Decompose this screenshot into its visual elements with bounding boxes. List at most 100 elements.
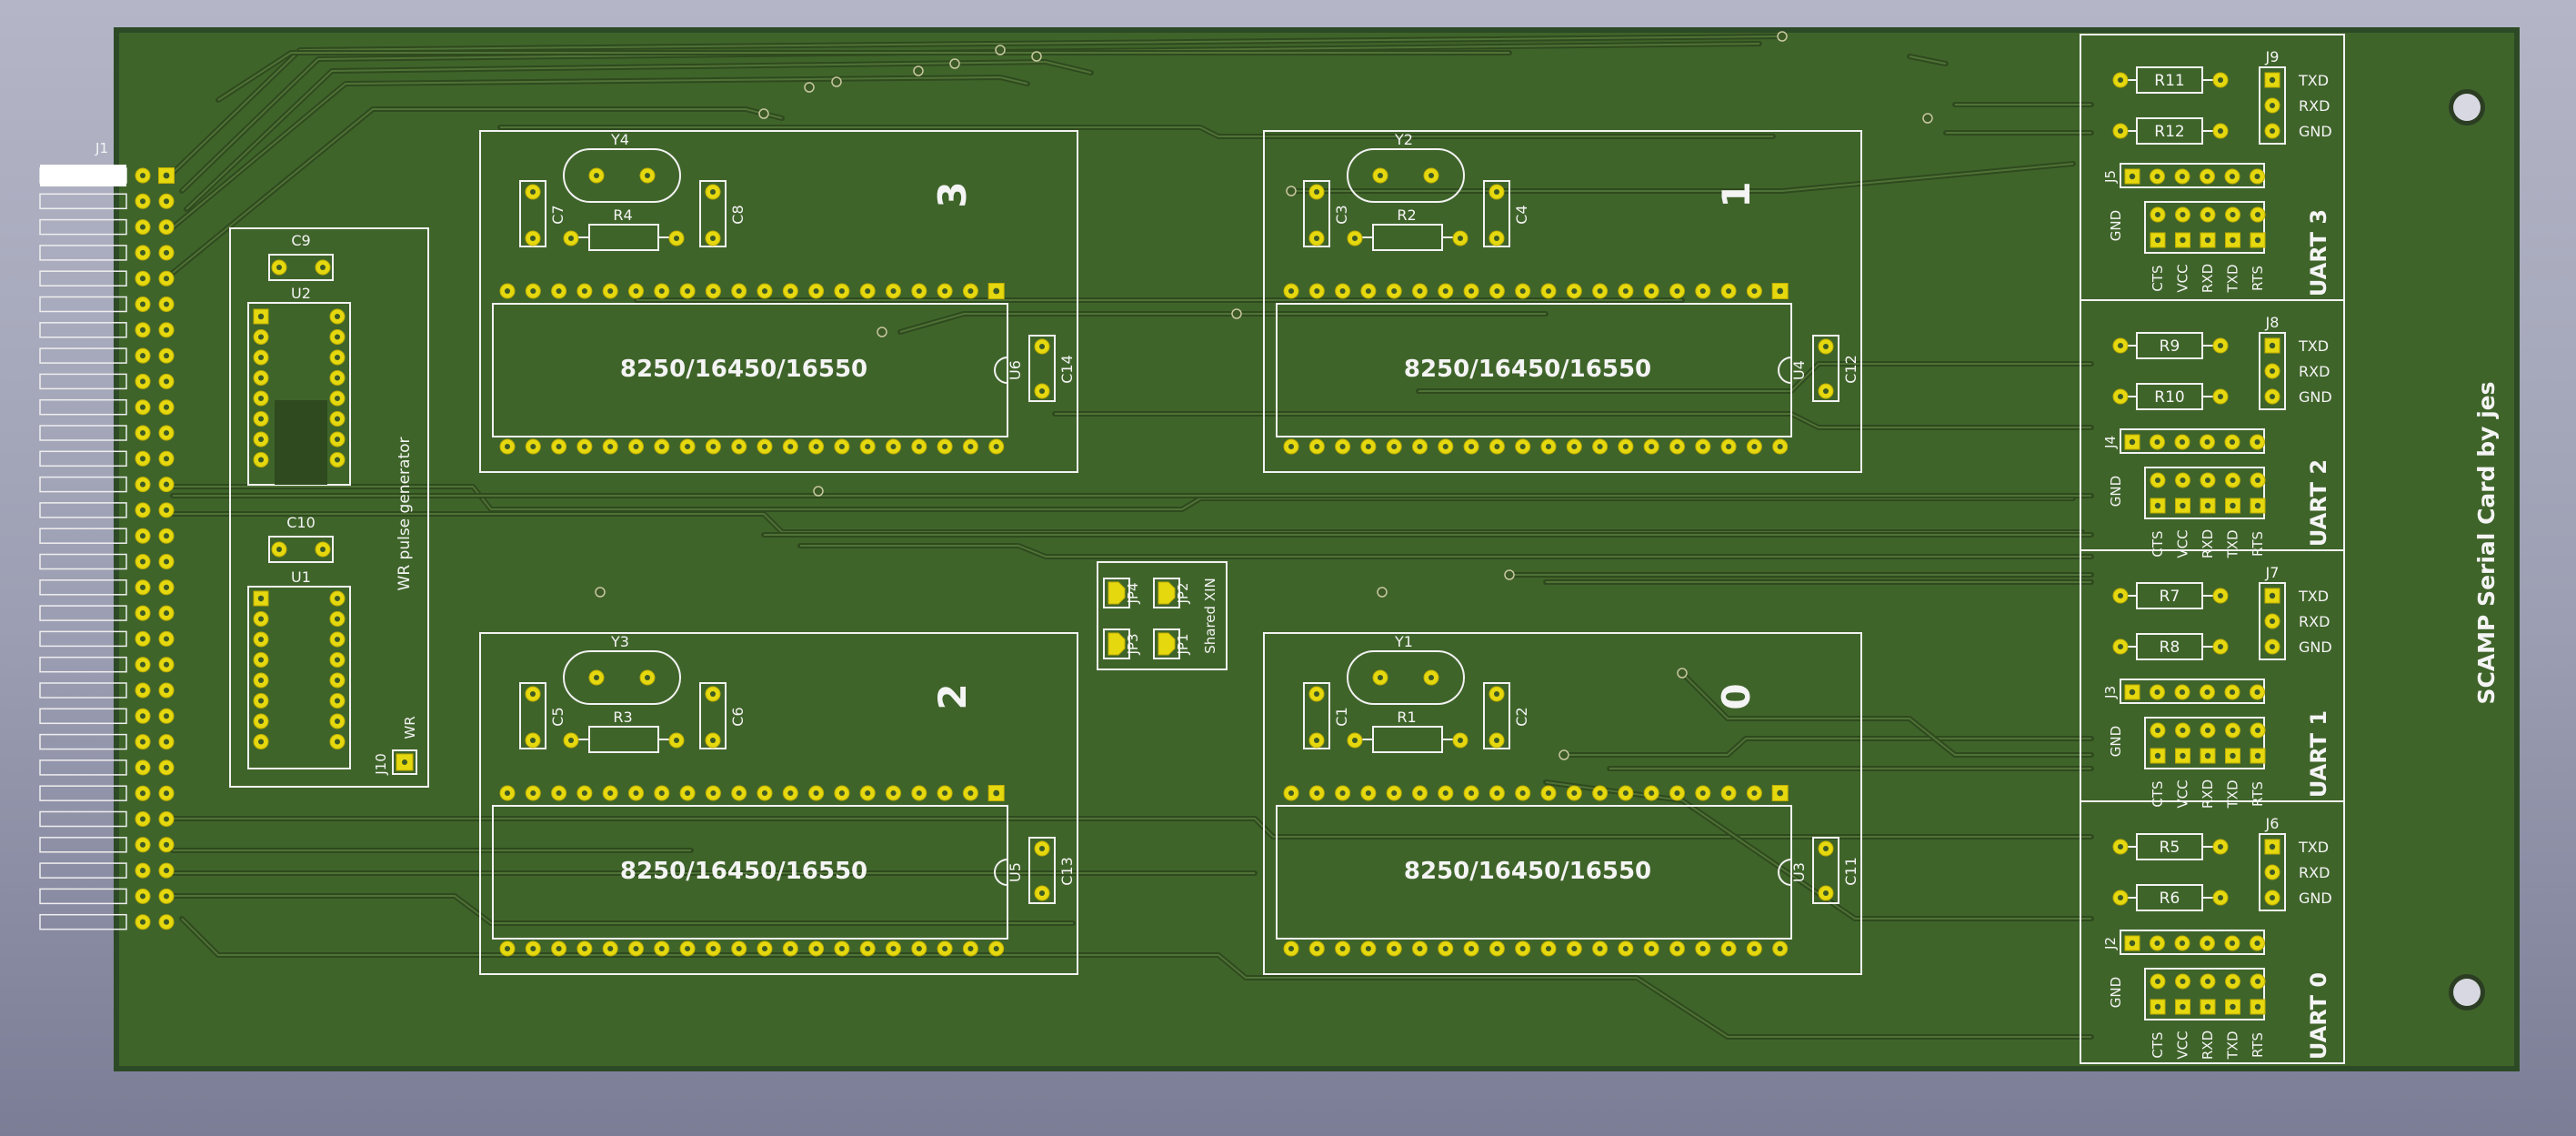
ic-pin-drill [1571, 789, 1578, 797]
ic-pin-drill [1649, 443, 1655, 450]
j10-outline [392, 749, 417, 775]
j1-pin-b-drill [163, 841, 170, 848]
ic-pin-drill [813, 443, 819, 450]
hs-pad-drill [2204, 689, 2210, 696]
j1-pin-b-drill [163, 429, 170, 437]
ic-pin-drill [1622, 945, 1629, 952]
ic-pin-drill [257, 395, 265, 402]
ic-pin-drill [1519, 287, 1526, 295]
hs-pad-drill [2254, 1003, 2261, 1010]
edge-connector-fingers [39, 165, 127, 930]
crystal-pad-drill [593, 172, 600, 179]
ic-pin-drill [890, 443, 897, 450]
u2-label: U2 [291, 285, 311, 302]
uart-resistor-pad-drill [2117, 894, 2124, 901]
hs-ref-label: J4 [2102, 436, 2119, 449]
ic-pin-drill [993, 945, 999, 952]
j1-pin-b-drill [163, 249, 170, 256]
serial-pad-drill [2269, 592, 2276, 599]
uart-resistor-pad-drill [2117, 127, 2124, 135]
hs-pad-drill [2154, 211, 2161, 218]
ic-pin-drill [1314, 789, 1320, 797]
serial-ref-label: J9 [2265, 48, 2280, 65]
j1-pin-a-drill [139, 172, 146, 179]
hs-pad-drill [2229, 438, 2236, 446]
ic-pin-drill [607, 945, 614, 952]
j1-pin-b-drill [163, 868, 170, 874]
cap-left-outline [1303, 682, 1330, 749]
ic-pin-drill [1339, 945, 1346, 952]
ic-pin-drill [530, 789, 536, 797]
hs-pad-drill [2254, 727, 2261, 734]
copper-trace-edge [500, 126, 1773, 137]
copper-trace-edge [1681, 672, 2091, 756]
ic-pin-drill [658, 789, 665, 797]
ic-pin-drill [633, 789, 639, 797]
ic-pin-drill [334, 698, 341, 704]
edge-finger [39, 528, 127, 544]
c10-label: C10 [286, 514, 316, 531]
cap-left-pad-drill [1313, 188, 1320, 196]
hs-pad-drill [2229, 173, 2236, 180]
channel-number: 2 [930, 683, 975, 709]
copper-trace-edge [1909, 55, 1947, 65]
ic-pin-drill [1571, 287, 1578, 295]
ic-pin-drill [1288, 287, 1295, 295]
resistor-pad-drill [567, 737, 575, 744]
cap-right-label: C8 [729, 205, 747, 224]
edge-finger [39, 733, 127, 750]
hs-pad-drill [2229, 689, 2236, 696]
decoupling-pad-drill [1038, 387, 1046, 395]
copper-trace-edge [173, 895, 1073, 924]
edge-finger [39, 682, 127, 699]
serial-pad-drill [2269, 76, 2276, 84]
j1-pin-a-drill [139, 868, 146, 874]
hs-pad-drill [2180, 752, 2186, 759]
crystal-outline [563, 650, 681, 705]
hs-pad-drill [2204, 727, 2211, 734]
decoupling-outline [1812, 335, 1839, 402]
ic-pin-drill [942, 789, 948, 797]
edge-finger [39, 708, 127, 725]
cap-left-pad-drill [1313, 235, 1320, 242]
decoupling-pad-drill [1038, 890, 1046, 897]
serial-pin-label: RXD [2299, 864, 2330, 881]
j1-pin-b-drill [163, 533, 170, 539]
ic-pin-drill [761, 287, 768, 295]
channel-number: 1 [1714, 181, 1759, 207]
hs-pad-drill [2254, 438, 2260, 446]
ic-pin-drill [257, 636, 265, 643]
ic-pin-drill [685, 945, 691, 952]
ic-pin-drill [1442, 945, 1448, 952]
ic-pin-drill [334, 718, 341, 725]
serial-pad-drill [2269, 843, 2276, 850]
channel-outline [1263, 632, 1862, 975]
wr-pulse-generator: WR pulse generator C9 U2 C10 U1 J10 WR [229, 227, 429, 788]
j1-pin-b-drill [163, 661, 170, 668]
j1-pin-b-drill [163, 301, 170, 307]
hs-gnd-label: GND [2108, 476, 2124, 507]
copper-trace-edge [172, 75, 1028, 228]
ic-pin-drill [1519, 443, 1526, 450]
ic-pin-drill [607, 287, 614, 295]
ic-pin-drill [334, 416, 341, 422]
jumper-label: JP1 [1175, 633, 1191, 655]
j1-pin-a-drill [139, 636, 146, 642]
ic-pin-drill [761, 789, 768, 797]
u1-pins [253, 590, 346, 749]
ic-pin-drill [1597, 945, 1603, 952]
copper-trace-edge [800, 545, 2091, 558]
ic-pin-drill [1365, 287, 1371, 295]
serial-pad-drill [2269, 367, 2276, 375]
ic-pin-drill [633, 443, 639, 450]
ic-pin-drill [1494, 945, 1500, 952]
edge-finger [39, 398, 127, 416]
hs-pad-drill [2229, 940, 2236, 947]
ic-pin-drill [1339, 443, 1346, 450]
decoupling-outline [1028, 837, 1056, 904]
crystal-pad-drill [644, 172, 651, 179]
cap-right-outline [699, 180, 727, 247]
resistor-pad-drill [567, 235, 575, 242]
